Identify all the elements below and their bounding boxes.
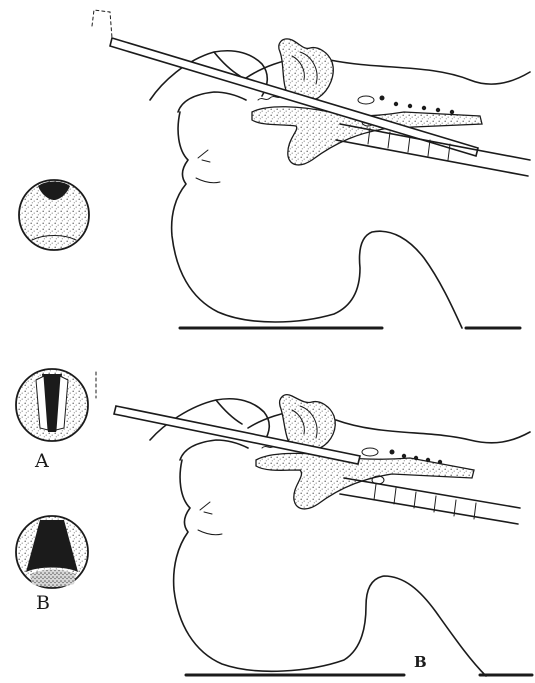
inset-view-a xyxy=(16,369,88,441)
inset-label-b: B xyxy=(36,594,50,613)
inset-view-b xyxy=(16,516,88,588)
bottom-panel xyxy=(96,372,532,676)
eye-top xyxy=(196,150,220,183)
inset-label-a: A xyxy=(35,452,49,471)
eye-bottom xyxy=(198,502,222,535)
scope-proximal-dash-top xyxy=(92,10,112,38)
trachea-bottom xyxy=(340,478,520,524)
corner-label: B xyxy=(414,655,427,670)
inset-view-top xyxy=(19,180,89,250)
top-panel xyxy=(92,10,530,328)
